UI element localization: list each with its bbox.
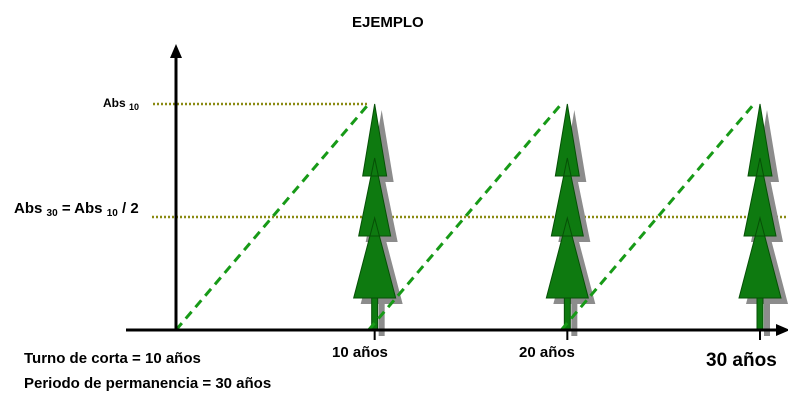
abs30-subscript-2: 10 bbox=[106, 208, 118, 219]
reference-lines bbox=[152, 102, 788, 219]
turno-note: Turno de corta = 10 años bbox=[24, 350, 201, 367]
tree-body bbox=[545, 103, 589, 331]
trees bbox=[353, 103, 788, 336]
abs30-subscript-1: 30 bbox=[46, 208, 58, 219]
y-axis-arrow bbox=[170, 44, 182, 58]
x-label-30: 30 años bbox=[706, 350, 777, 371]
growth-segment-3 bbox=[367, 103, 563, 331]
abs30-text-2: = Abs bbox=[61, 200, 103, 217]
tree-2 bbox=[545, 103, 596, 336]
chart-title: EJEMPLO bbox=[352, 14, 424, 31]
periodo-note: Periodo de permanencia = 30 años bbox=[24, 375, 272, 392]
abs10-label: Abs 10 bbox=[103, 96, 140, 112]
x-label-20: 20 años bbox=[519, 344, 575, 361]
x-axis-arrow bbox=[776, 324, 788, 336]
abs30-label: Abs 30 = Abs 10 / 2 bbox=[14, 200, 139, 219]
sawtooth-series bbox=[174, 103, 756, 331]
tree-body bbox=[353, 103, 397, 331]
abs10-text: Abs bbox=[103, 96, 126, 110]
tree-1 bbox=[353, 103, 403, 336]
abs10-subscript: 10 bbox=[129, 102, 140, 112]
tree-body bbox=[738, 103, 782, 331]
x-label-10: 10 años bbox=[332, 344, 388, 361]
axes bbox=[126, 44, 788, 340]
growth-segment-5 bbox=[560, 103, 756, 331]
tree-3 bbox=[738, 103, 788, 336]
abs30-text-1: Abs bbox=[14, 200, 43, 217]
abs30-text-3: / 2 bbox=[122, 200, 139, 217]
growth-segment-1 bbox=[174, 103, 370, 331]
